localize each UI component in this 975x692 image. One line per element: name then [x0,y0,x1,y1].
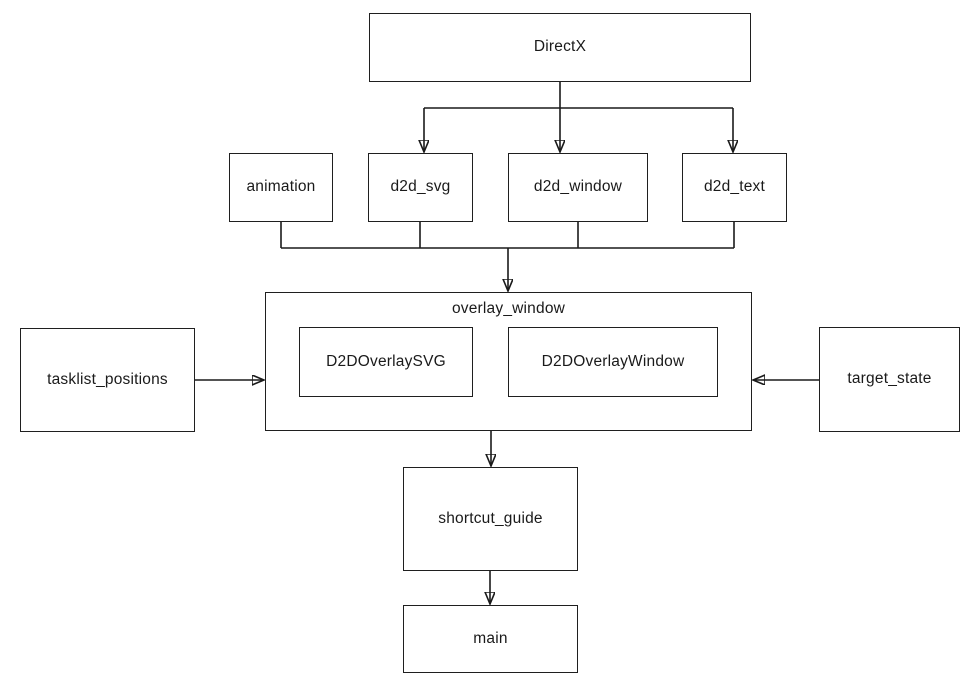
node-tasklist-positions: tasklist_positions [20,328,195,432]
node-shortcut-guide: shortcut_guide [403,467,578,571]
node-d2d-window: d2d_window [508,153,648,222]
node-directx: DirectX [369,13,751,82]
node-animation: animation [229,153,333,222]
node-d2d-overlay-svg: D2DOverlaySVG [299,327,473,397]
node-overlay-window-label: overlay_window [451,300,566,317]
node-d2d-text: d2d_text [682,153,787,222]
node-d2d-svg: d2d_svg [368,153,473,222]
node-d2d-overlay-window: D2DOverlayWindow [508,327,718,397]
node-main: main [403,605,578,673]
node-target-state: target_state [819,327,960,432]
